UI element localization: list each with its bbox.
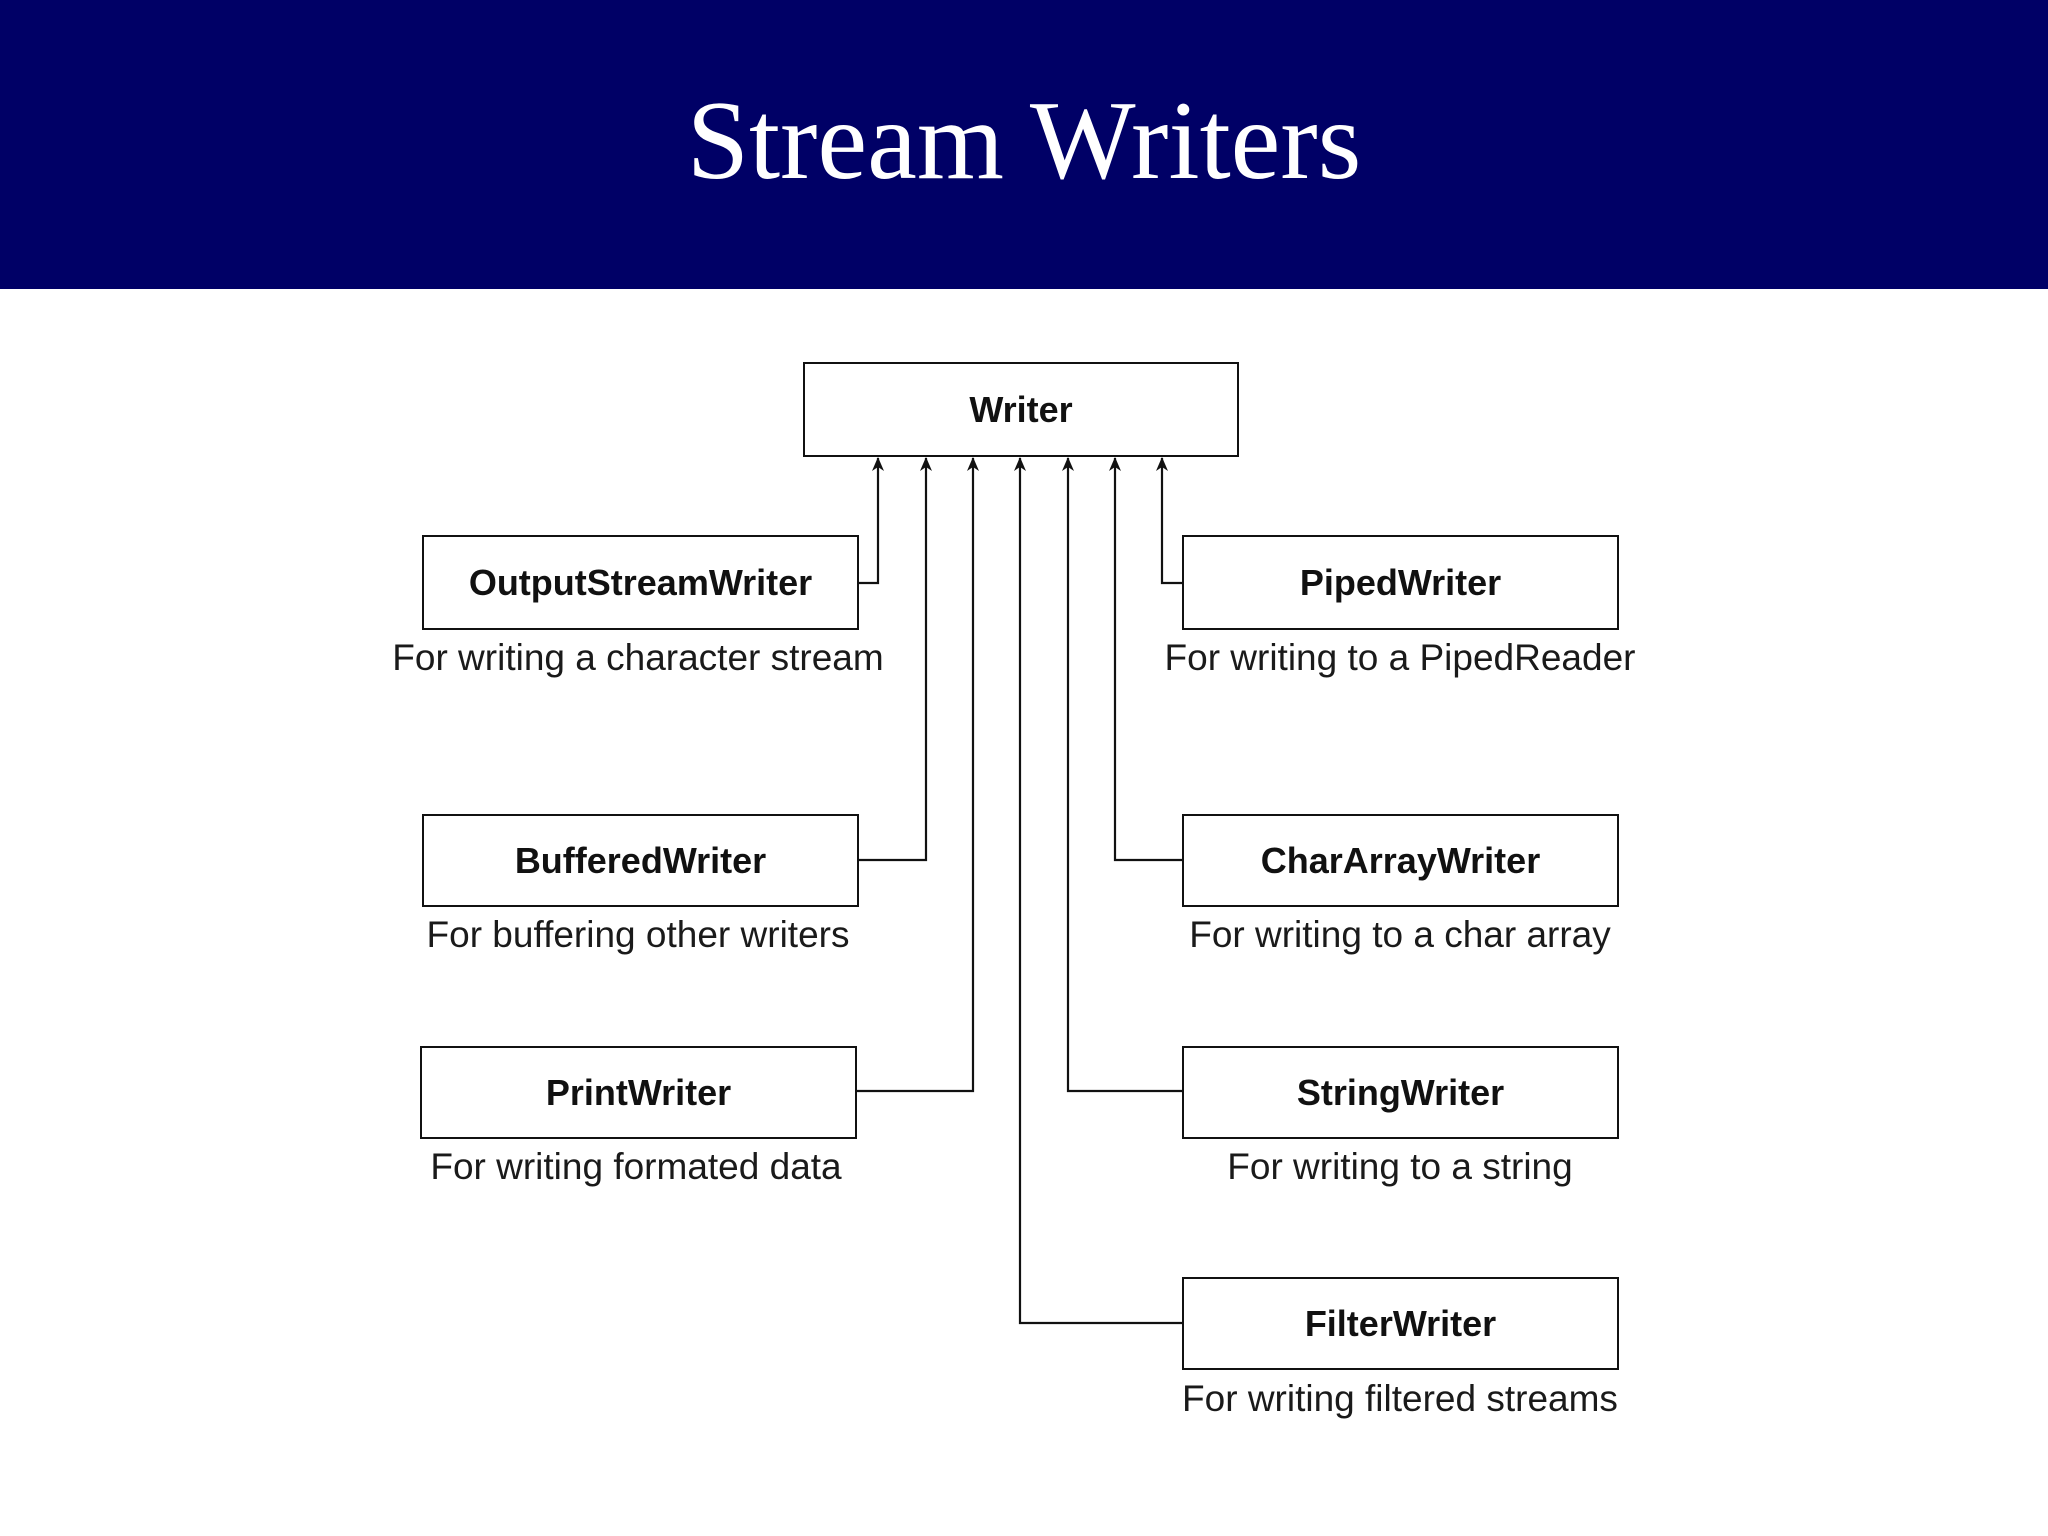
- connector-string-writer: [1062, 457, 1182, 1093]
- char-array-writer-node: CharArrayWriter: [1182, 814, 1619, 907]
- string-writer-node: StringWriter: [1182, 1046, 1619, 1139]
- connector-print-writer: [856, 457, 979, 1093]
- output-stream-writer-description: For writing a character stream: [392, 637, 884, 678]
- slide-title: Stream Writers: [686, 78, 1362, 203]
- print-writer-description: For writing formated data: [430, 1146, 842, 1187]
- buffered-writer-node: BufferedWriter: [422, 814, 859, 907]
- connector-piped-writer: [1156, 457, 1182, 585]
- connector-buffered-writer: [858, 457, 932, 862]
- string-writer-description: For writing to a string: [1227, 1146, 1573, 1187]
- piped-writer-node: PipedWriter: [1182, 535, 1619, 630]
- output-stream-writer-node: OutputStreamWriter: [422, 535, 859, 630]
- char-array-writer-description: For writing to a char array: [1189, 914, 1611, 955]
- buffered-writer-description: For buffering other writers: [426, 914, 850, 955]
- print-writer-node: PrintWriter: [420, 1046, 857, 1139]
- piped-writer-description: For writing to a PipedReader: [1164, 637, 1636, 678]
- writer-node: Writer: [803, 362, 1239, 457]
- filter-writer-node: FilterWriter: [1182, 1277, 1619, 1370]
- title-banner: [0, 0, 2048, 289]
- filter-writer-description: For writing filtered streams: [1182, 1378, 1618, 1419]
- connector-output-stream-writer: [858, 457, 884, 585]
- connector-char-array-writer: [1109, 457, 1182, 862]
- connector-filter-writer: [1014, 457, 1182, 1325]
